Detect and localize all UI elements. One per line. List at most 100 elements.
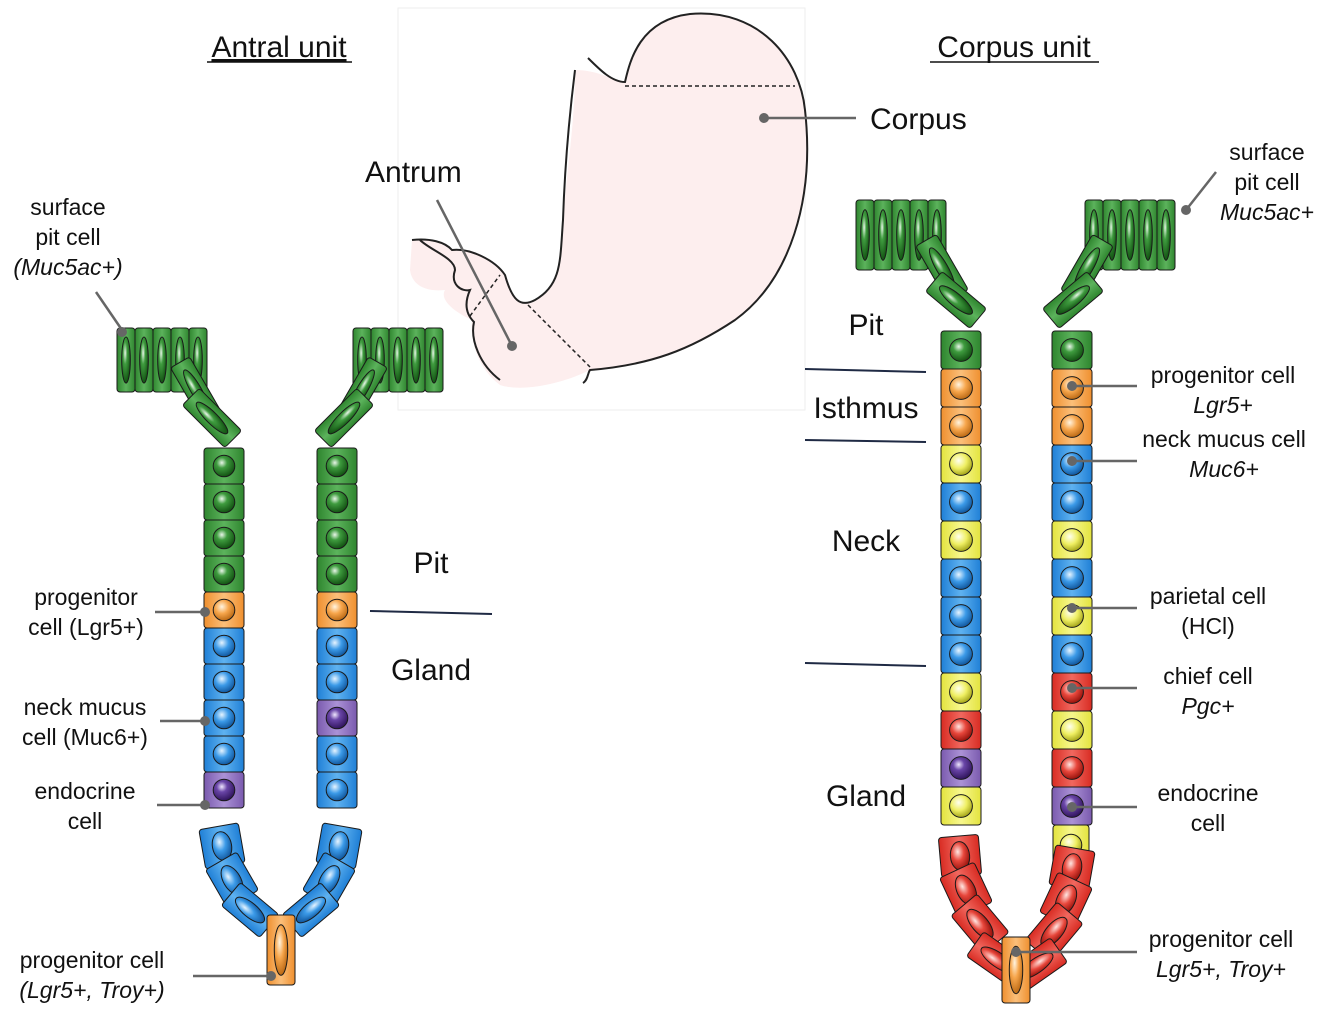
corpus-left-green-cell (941, 331, 981, 369)
antral-left-green-cell (204, 448, 244, 484)
corpus-right-yellow-cell (1052, 521, 1092, 559)
antral-right-blue-cell (317, 736, 357, 772)
corpus-neck-label-1: neck mucus cell (1142, 426, 1306, 452)
corpus-base-label-1: progenitor cell (1149, 926, 1293, 952)
antral-left-blue-cell (204, 664, 244, 700)
corpus-surface-label-1: surface (1229, 139, 1304, 165)
corpus-endocrine-label-2: cell (1191, 810, 1226, 836)
antral-left-green-cell (204, 556, 244, 592)
corpus-surface-cell (1157, 200, 1175, 270)
antral-right-blue-cell (317, 664, 357, 700)
antral-surface-cell (117, 328, 135, 392)
corpus-progenitor-label-2: Lgr5+ (1193, 392, 1252, 418)
antral-endocrine-label-2: cell (68, 808, 103, 834)
corpus-left-purple-cell (941, 749, 981, 787)
corpus-left-blue-cell (941, 483, 981, 521)
corpus-endocrine-label-1: endocrine (1157, 780, 1258, 806)
corpus-parietal-label-1: parietal cell (1150, 583, 1266, 609)
corpus-base-label-2: Lgr5+, Troy+ (1156, 956, 1286, 982)
corpus-pit-isthmus-separator (805, 369, 926, 372)
antral-right-green-cell (317, 448, 357, 484)
corpus-left-yellow-cell (941, 787, 981, 825)
corpus-parietal-label-2: (HCl) (1181, 613, 1235, 639)
corpus-right-blue-cell (1052, 635, 1092, 673)
corpus-neck-gland-separator (805, 663, 926, 666)
antral-neck-label-1: neck mucus (24, 694, 147, 720)
corpus-surface-cell (874, 200, 892, 270)
antral-base-label-2: (Lgr5+, Troy+) (19, 977, 164, 1003)
corpus-left-orange-cell (941, 369, 981, 407)
corpus-isthmus-neck-separator (805, 440, 926, 442)
antral-surface-cell (314, 388, 373, 447)
antral-surface-label-2: pit cell (35, 224, 100, 250)
antral-right-purple-cell (317, 700, 357, 736)
corpus-left-yellow-cell (941, 521, 981, 559)
antral-pit-gland-separator (370, 611, 492, 614)
antral-right-blue-cell (317, 628, 357, 664)
corpus-dot (759, 113, 769, 123)
corpus-surface-label-2: pit cell (1234, 169, 1299, 195)
antral-surface-cell (135, 328, 153, 392)
corpus-right-green-cell (1052, 331, 1092, 369)
corpus-pit-zone-label: Pit (848, 309, 884, 342)
antrum-dot (507, 341, 517, 351)
corpus-left-yellow-cell (941, 445, 981, 483)
corpus-right-yellow-cell (1052, 597, 1092, 635)
corpus-left-blue-cell (941, 559, 981, 597)
antral-right-blue-cell (317, 772, 357, 808)
antral-pit-zone-label: Pit (413, 547, 449, 580)
corpus-right-blue-cell (1052, 559, 1092, 597)
corpus-unit (856, 200, 1175, 1003)
corpus-neck-zone-label: Neck (832, 525, 901, 558)
antrum-label: Antrum (365, 156, 462, 189)
corpus-right-orange-cell (1052, 407, 1092, 445)
antral-surface-label-1: surface (30, 194, 105, 220)
antral-right-orange-cell (317, 592, 357, 628)
antral-left-green-cell (204, 520, 244, 556)
corpus-isthmus-zone-label: Isthmus (813, 392, 918, 425)
antral-neck-label-2: cell (Muc6+) (22, 724, 148, 750)
corpus-title: Corpus unit (937, 31, 1091, 64)
corpus-left-yellow-cell (941, 673, 981, 711)
antral-left-blue-cell (204, 628, 244, 664)
antral-right-green-cell (317, 484, 357, 520)
antral-left-orange-cell (204, 592, 244, 628)
antral-left-purple-cell (204, 772, 244, 808)
corpus-surface-cell (892, 200, 910, 270)
corpus-leaders (1011, 172, 1216, 957)
corpus-neck-label-2: Muc6+ (1189, 456, 1259, 482)
corpus-chief-label-1: chief cell (1163, 663, 1252, 689)
antral-left-blue-cell (204, 700, 244, 736)
corpus-left-blue-cell (941, 597, 981, 635)
antral-base-label-1: progenitor cell (20, 947, 164, 973)
antral-left-blue-cell (204, 736, 244, 772)
antral-progenitor-label-1: progenitor (34, 584, 138, 610)
corpus-left-orange-cell (941, 407, 981, 445)
corpus-surface-cell (856, 200, 874, 270)
corpus-surface-cell (1121, 200, 1139, 270)
antral-surface-cell (425, 328, 443, 392)
antral-surface-cell (407, 328, 425, 392)
corpus-surface-label-3: Muc5ac+ (1220, 199, 1314, 225)
corpus-left-red-cell (941, 711, 981, 749)
antral-left-green-cell (204, 484, 244, 520)
corpus-label: Corpus (870, 103, 967, 136)
antral-right-green-cell (317, 556, 357, 592)
corpus-gland-zone-label: Gland (826, 780, 906, 813)
corpus-left-blue-cell (941, 635, 981, 673)
antral-surface-cell (389, 328, 407, 392)
corpus-chief-label-2: Pgc+ (1181, 693, 1234, 719)
antral-endocrine-label-1: endocrine (34, 778, 135, 804)
antral-right-green-cell (317, 520, 357, 556)
corpus-right-yellow-cell (1052, 711, 1092, 749)
corpus-surface-cell (1139, 200, 1157, 270)
corpus-right-blue-cell (1052, 483, 1092, 521)
antral-surface-label-3: (Muc5ac+) (13, 254, 122, 280)
corpus-base-progenitor-cell (1002, 937, 1030, 1003)
antral-title: Antral unit (211, 31, 347, 64)
antral-surface-cell (153, 328, 171, 392)
antral-gland-zone-label: Gland (391, 654, 471, 687)
antral-labels: surface pit cell (Muc5ac+) progenitor ce… (13, 194, 164, 1003)
